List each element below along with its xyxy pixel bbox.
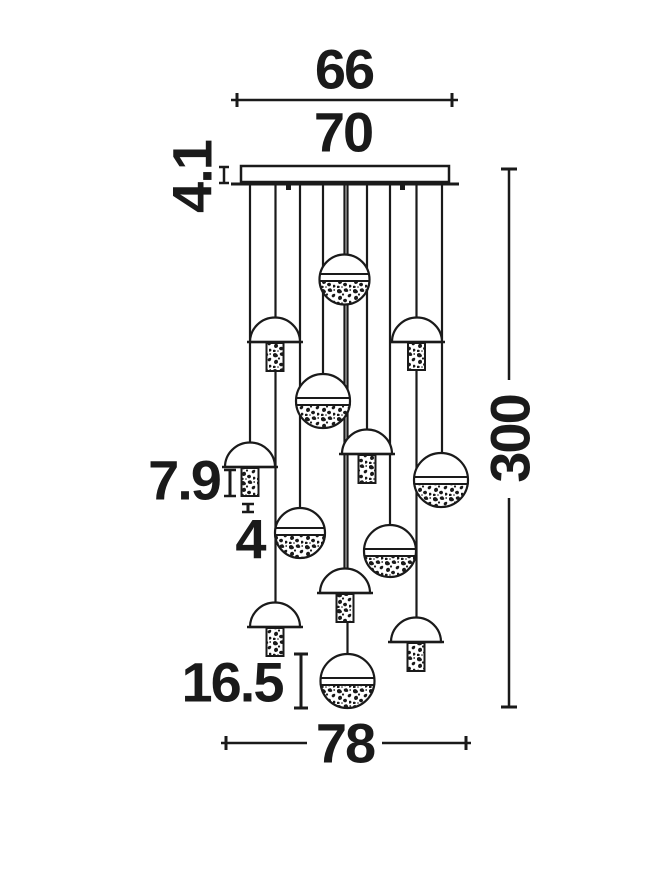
dome-pendant-cylinder — [407, 342, 426, 371]
dome-pendant-cylinder — [240, 467, 260, 497]
dim-sphere-diameter — [294, 652, 308, 710]
ceiling-canopy — [231, 164, 459, 190]
dome-pendant — [389, 316, 445, 371]
dim-overall-width — [221, 736, 471, 750]
sphere-textured-half — [318, 280, 371, 306]
canopy-screw-dot — [286, 185, 291, 190]
sphere-pendants — [273, 253, 470, 710]
dome-pendant-shade — [389, 616, 443, 644]
dim-label-gap: 4 — [235, 508, 266, 571]
dome-pendant-shade — [248, 316, 302, 344]
dome-pendant — [247, 601, 303, 657]
sphere-textured-half — [295, 404, 351, 430]
dim-label-width-canopy: 70 — [314, 101, 372, 164]
canopy-body — [239, 164, 451, 184]
dome-pendant-cylinder — [265, 342, 285, 372]
sphere-pendant — [319, 652, 376, 710]
dome-pendant-shade — [390, 316, 444, 344]
dim-shade-cylinder-height — [224, 468, 236, 498]
dome-pendants — [222, 316, 445, 672]
sphere-pendant — [294, 372, 352, 430]
sphere-pendant — [273, 506, 327, 560]
dome-pendant — [317, 567, 373, 623]
sphere-pendant — [318, 253, 371, 306]
sphere-textured-half — [363, 555, 417, 579]
dim-label-total-height: 300 — [479, 395, 542, 482]
dome-pendant-cylinder — [406, 642, 426, 672]
dome-pendant — [339, 428, 395, 484]
dim-label-width-inner: 66 — [315, 38, 374, 101]
dim-canopy-height — [219, 165, 229, 185]
dome-pendant-shade — [248, 601, 302, 629]
dim-label-sphere-diameter: 16.5 — [182, 651, 284, 714]
dim-gap — [242, 502, 254, 514]
dim-total-height — [501, 167, 517, 709]
dim-label-canopy-height: 4.1 — [161, 140, 224, 213]
dome-pendant-cylinder — [335, 593, 355, 623]
dome-pendant-shade — [223, 441, 277, 469]
dome-pendant-cylinder — [357, 454, 377, 484]
canopy-screw-dot — [400, 185, 405, 190]
dome-pendant — [247, 316, 303, 372]
sphere-pendant — [412, 451, 470, 509]
dim-width-inner — [231, 93, 458, 107]
sphere-textured-half — [274, 534, 326, 560]
dim-label-overall-width: 78 — [316, 712, 375, 775]
dome-pendant — [388, 616, 444, 672]
sphere-textured-half — [319, 684, 376, 710]
sphere-textured-half — [413, 483, 469, 509]
dome-pendant-shade — [318, 567, 372, 595]
dome-pendant — [222, 441, 278, 497]
dim-label-shade-cylinder-height: 7.9 — [148, 449, 221, 512]
dome-pendant-shade — [340, 428, 394, 456]
sphere-pendant — [362, 523, 418, 579]
